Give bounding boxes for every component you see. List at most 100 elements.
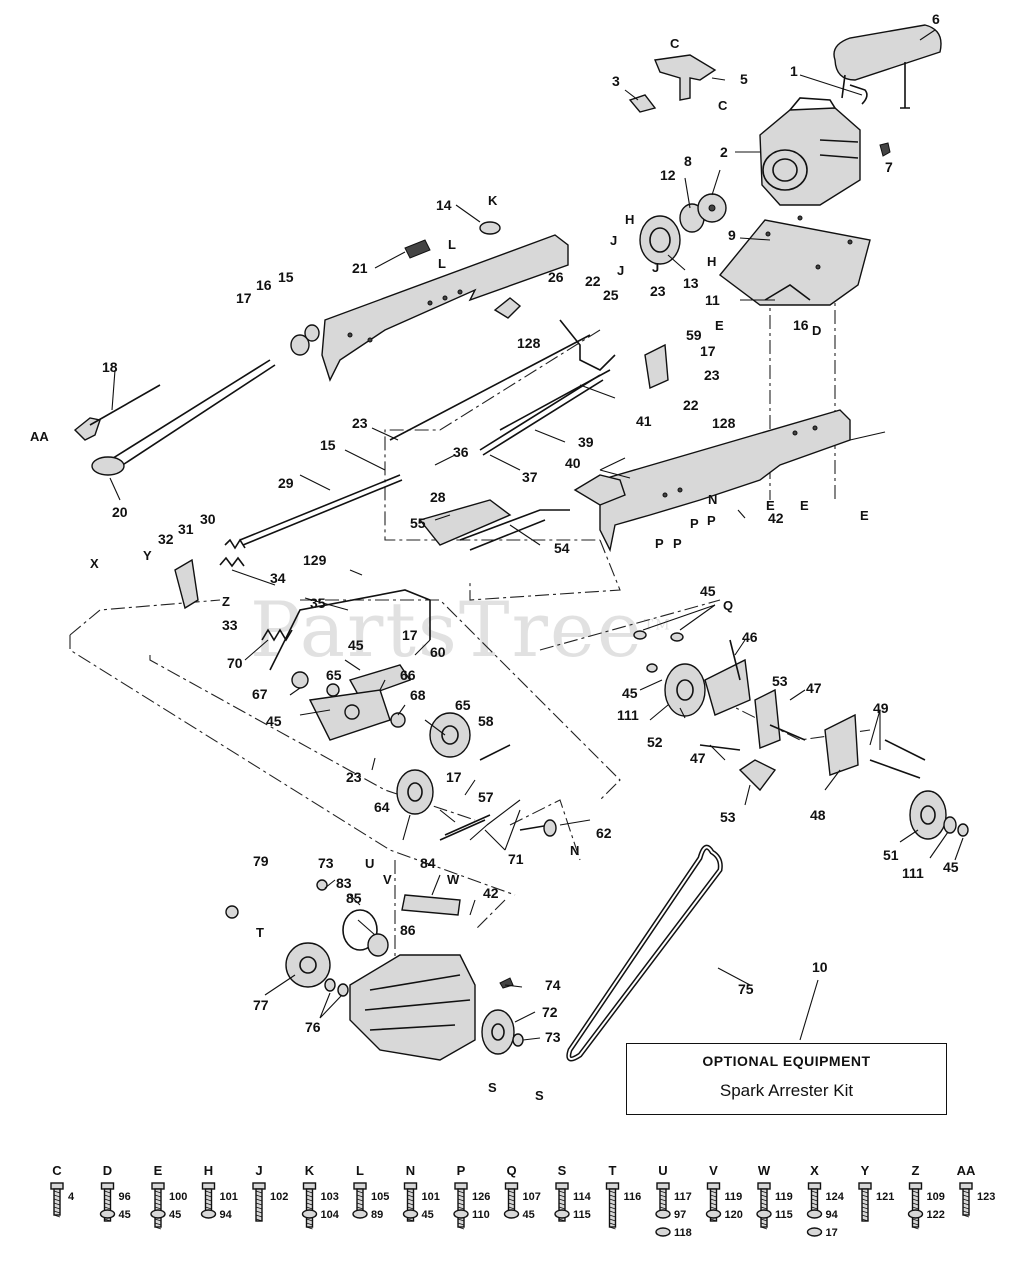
- bolt-thread-icon: [760, 1218, 768, 1222]
- ref-aa: AA: [30, 429, 49, 444]
- nut-washer-icon: [806, 1227, 823, 1237]
- bolt-thread-icon: [255, 1214, 263, 1218]
- bolt-thread-icon: [407, 1194, 414, 1198]
- hardware-part-number: 122: [927, 1209, 945, 1221]
- washer-group-15-17: [290, 324, 320, 356]
- bolt-thread-icon: [609, 1226, 616, 1230]
- bolt-thread-icon: [962, 1206, 970, 1210]
- bolt-thread-icon: [154, 1206, 162, 1210]
- hardware-part-number: 118: [674, 1227, 692, 1239]
- bolt-thread-icon: [407, 1202, 414, 1206]
- callout-111-a: 111: [617, 707, 639, 723]
- bolt-thread-icon: [508, 1194, 515, 1198]
- callout-60: 60: [430, 644, 446, 660]
- callout-12: 12: [660, 167, 676, 183]
- pulley-51: [909, 790, 969, 840]
- watermark: PartsTreeTM: [250, 585, 672, 674]
- bolt-thread-icon: [760, 1194, 768, 1198]
- callout-23-c: 23: [352, 415, 368, 431]
- callout-53-b: 53: [720, 809, 736, 825]
- bolt-thread-icon: [962, 1194, 970, 1198]
- ref-k: K: [488, 193, 498, 208]
- callout-45-a: 45: [348, 637, 364, 653]
- hardware-part-number: 115: [573, 1209, 591, 1221]
- drive-belt: [566, 844, 723, 1062]
- reference-letters: AA C C D E E E E H H J J J K L L N N P P…: [30, 36, 869, 1103]
- ref-x: X: [90, 556, 99, 571]
- hardware-part-number: 126: [472, 1191, 490, 1203]
- callout-1: 1: [790, 63, 798, 79]
- ref-n-1: N: [708, 492, 717, 507]
- hardware-part-number: 117: [674, 1191, 692, 1203]
- callout-111-b: 111: [902, 865, 924, 881]
- hardware-part-number: 119: [775, 1191, 793, 1203]
- callout-34: 34: [270, 570, 286, 586]
- callout-2: 2: [720, 144, 728, 160]
- nut-washer-icon: [99, 1209, 116, 1219]
- callout-49: 49: [873, 700, 889, 716]
- ref-h-1: H: [625, 212, 634, 227]
- bolt-thread-icon: [912, 1202, 919, 1206]
- bolt-thread-icon: [154, 1198, 162, 1202]
- bolt-head-icon: [807, 1182, 822, 1190]
- callout-45-e: 45: [943, 859, 959, 875]
- ref-v: V: [383, 872, 392, 887]
- bolt-thread-icon: [912, 1206, 919, 1210]
- callout-65-a: 65: [326, 667, 342, 683]
- hardware-letter: Y: [861, 1163, 870, 1178]
- brackets-40-54-55: [418, 474, 626, 551]
- bolt-thread-icon: [861, 1190, 869, 1194]
- bolt-thread-icon: [760, 1202, 768, 1206]
- nut-washer-icon: [453, 1209, 469, 1219]
- bolt-thread-icon: [962, 1190, 970, 1194]
- bolt-head-icon: [454, 1182, 468, 1190]
- nut-washer-icon: [756, 1209, 772, 1219]
- hardware-part-number: 107: [523, 1191, 541, 1203]
- leader-lines: [109, 29, 964, 1041]
- callout-45-b: 45: [266, 713, 282, 729]
- bolt-thread-icon: [710, 1190, 717, 1194]
- bracket-5-part: [628, 54, 717, 113]
- callout-17-a: 17: [236, 290, 252, 306]
- bolt-head-icon: [959, 1182, 973, 1190]
- hardware-part-number: 4: [68, 1191, 75, 1203]
- bolt-thread-icon: [609, 1218, 616, 1222]
- bolt-thread-icon: [104, 1198, 111, 1202]
- bolt-head-icon: [656, 1182, 670, 1190]
- bolt-thread-icon: [154, 1190, 162, 1194]
- part-14: [479, 221, 501, 235]
- bolt-thread-icon: [861, 1214, 869, 1218]
- callout-65-b: 65: [455, 697, 471, 713]
- bolt-thread-icon: [710, 1202, 717, 1206]
- callout-71: 71: [508, 851, 524, 867]
- hardware-part-number: 89: [371, 1209, 383, 1221]
- bracket-33: [174, 558, 199, 610]
- callout-55: 55: [410, 515, 426, 531]
- bolt-thread-icon: [811, 1190, 818, 1194]
- bolt-head-icon: [757, 1182, 771, 1190]
- hardware-legend: C4D9645E10045H10194J102K103104L10589N101…: [50, 1163, 995, 1239]
- bolt-thread-icon: [457, 1190, 465, 1194]
- ref-j-3: J: [652, 260, 659, 275]
- callout-54: 54: [554, 540, 570, 556]
- callout-74: 74: [545, 977, 561, 993]
- bolt-thread-icon: [962, 1202, 970, 1206]
- hardware-part-number: 45: [422, 1209, 434, 1221]
- bolt-thread-icon: [609, 1206, 616, 1210]
- hardware-part-number: 97: [674, 1209, 686, 1221]
- bolt-thread-icon: [356, 1198, 364, 1202]
- idler-arm-assembly: [269, 589, 431, 741]
- bolt-thread-icon: [154, 1218, 162, 1222]
- ref-y: Y: [143, 548, 152, 563]
- bolt-thread-icon: [457, 1226, 465, 1230]
- ref-p-4: P: [707, 513, 716, 528]
- callout-45-d: 45: [622, 685, 638, 701]
- callout-39: 39: [578, 434, 594, 450]
- bolt-shank-icon: [53, 1188, 61, 1216]
- bolt-thread-icon: [205, 1198, 212, 1202]
- bolt-thread-icon: [609, 1194, 616, 1198]
